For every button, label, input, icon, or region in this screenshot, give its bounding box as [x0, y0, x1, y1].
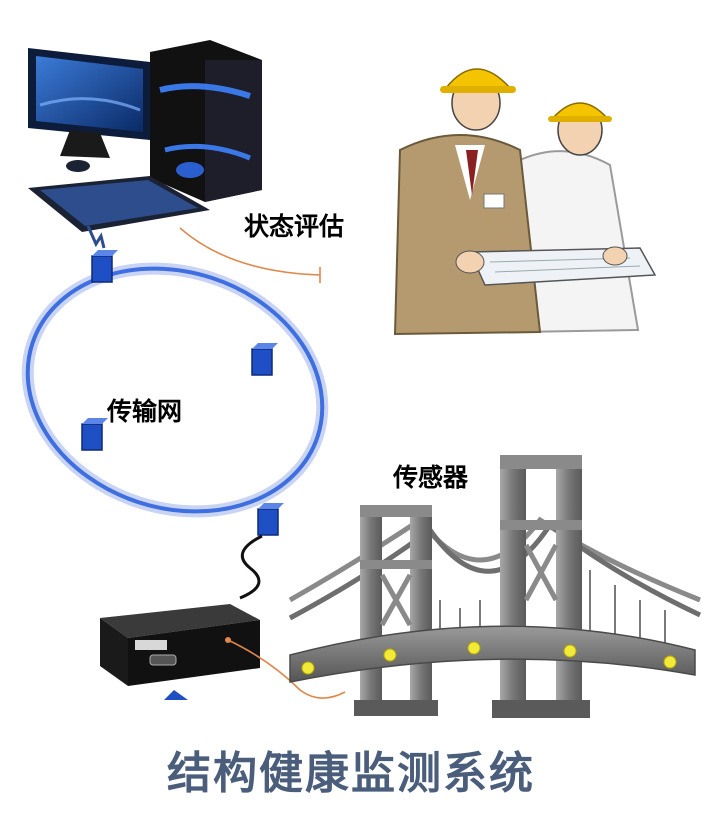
data-cable — [227, 639, 346, 699]
network-node-icon — [251, 343, 278, 376]
network-node-icon — [257, 503, 284, 536]
data-cable — [179, 227, 321, 276]
suspension-bridge-image — [288, 455, 702, 718]
sensor-point — [663, 655, 677, 669]
sensor-label: 传感器 — [393, 463, 469, 492]
sensor-point — [467, 641, 481, 655]
sensor-point — [383, 648, 397, 662]
data-cable — [239, 534, 263, 600]
sensor-point — [563, 644, 577, 658]
network-node-icon — [91, 250, 118, 283]
computer-icon — [28, 40, 262, 232]
engineers-image — [393, 68, 657, 336]
data-acquisition-box-icon — [100, 604, 260, 700]
system-title: 结构健康监测系统 — [167, 748, 535, 799]
sensor-point — [301, 661, 315, 675]
assessment-label: 状态评估 — [244, 212, 345, 241]
transmission-network-ring — [21, 262, 329, 518]
network-node-icon — [81, 418, 108, 451]
network-label: 传输网 — [107, 397, 183, 426]
